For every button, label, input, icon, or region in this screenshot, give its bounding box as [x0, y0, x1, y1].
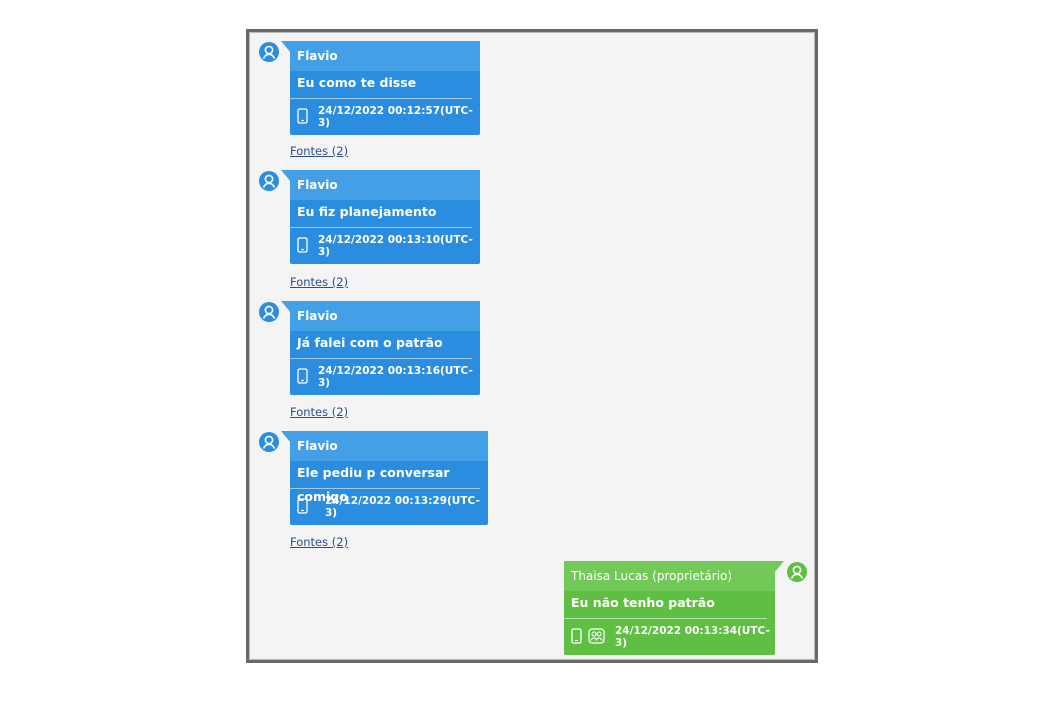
sources-link[interactable]: Fontes (2)	[290, 275, 349, 289]
message-text: Ele pediu p conversar comigo	[290, 461, 480, 504]
owner-avatar-icon	[787, 562, 807, 582]
chat-panel: Flavio Eu como te disse 24/12/2022 00:12…	[246, 29, 818, 663]
group-contacts-icon	[588, 627, 605, 647]
message-sender: Flavio	[290, 41, 480, 71]
message-meta: 24/12/2022 00:13:10(UTC-3)	[290, 228, 480, 264]
message-bubble[interactable]: Flavio Eu fiz planejamento 24/12/2022 00…	[281, 170, 480, 264]
message-sender: Flavio	[290, 431, 488, 461]
message-timestamp: 24/12/2022 00:13:34(UTC-3)	[615, 625, 770, 649]
sources-link[interactable]: Fontes (2)	[290, 144, 349, 158]
bubble-tail	[281, 41, 291, 53]
contact-avatar-icon	[259, 42, 279, 62]
contact-avatar-icon	[259, 432, 279, 452]
message-meta: 24/12/2022 00:12:57(UTC-3)	[290, 99, 480, 135]
bubble-tail	[281, 431, 291, 443]
message-meta: 24/12/2022 00:13:34(UTC-3)	[564, 619, 775, 655]
bubble-tail	[281, 170, 291, 182]
message-bubble[interactable]: Flavio Já falei com o patrão 24/12/2022 …	[281, 301, 480, 395]
mobile-phone-icon	[297, 236, 308, 256]
message-meta: 24/12/2022 00:13:29(UTC-3)	[290, 489, 488, 525]
message-text: Eu como te disse	[290, 71, 472, 99]
mobile-phone-icon	[297, 497, 308, 517]
message-sender: Flavio	[290, 170, 480, 200]
mobile-phone-icon	[297, 107, 308, 127]
message-sender: Flavio	[290, 301, 480, 331]
message-meta: 24/12/2022 00:13:16(UTC-3)	[290, 359, 480, 395]
sources-link[interactable]: Fontes (2)	[290, 405, 349, 419]
contact-avatar-icon	[259, 171, 279, 191]
message-text: Eu fiz planejamento	[290, 200, 472, 228]
message-bubble[interactable]: Flavio Ele pediu p conversar comigo 24/1…	[281, 431, 488, 525]
bubble-tail	[774, 561, 784, 573]
message-timestamp: 24/12/2022 00:13:10(UTC-3)	[318, 234, 473, 258]
message-text: Já falei com o patrão	[290, 331, 472, 359]
mobile-phone-icon	[297, 367, 308, 387]
mobile-phone-icon	[571, 627, 582, 647]
message-sender: Thaisa Lucas (proprietário)	[564, 561, 775, 591]
message-timestamp: 24/12/2022 00:12:57(UTC-3)	[318, 105, 473, 129]
message-timestamp: 24/12/2022 00:13:16(UTC-3)	[318, 365, 473, 389]
message-bubble[interactable]: Flavio Eu como te disse 24/12/2022 00:12…	[281, 41, 480, 135]
message-bubble-outgoing[interactable]: Thaisa Lucas (proprietário) Eu não tenho…	[564, 561, 784, 655]
contact-avatar-icon	[259, 302, 279, 322]
sources-link[interactable]: Fontes (2)	[290, 535, 349, 549]
message-timestamp: 24/12/2022 00:13:29(UTC-3)	[325, 495, 480, 519]
bubble-tail	[281, 301, 291, 313]
message-text: Eu não tenho patrão	[564, 591, 767, 619]
